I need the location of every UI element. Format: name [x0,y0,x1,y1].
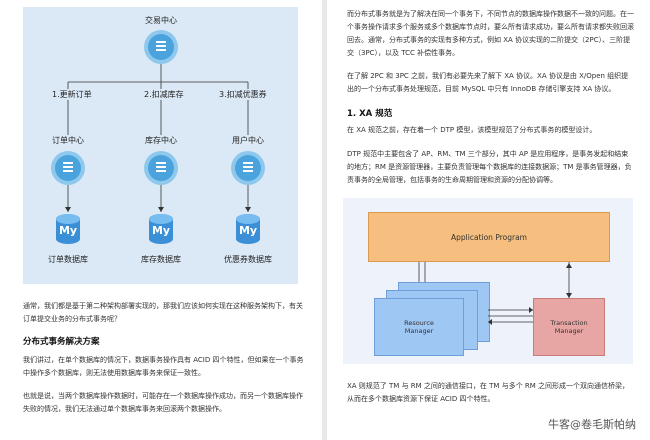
order-db-node: My 订单数据库 [33,214,103,265]
right-paragraph-3: 在 XA 规范之前，存在着一个 DTP 模型，该模型规范了分布式事务的模型设计。 [347,126,597,134]
right-paragraph-1: 而分布式事务就是为了解决在同一个事务下，不同节点的数据库操作数据不一致的问题。在… [347,10,634,57]
stock-center-label: 库存中心 [145,136,177,145]
order-center-label: 订单中心 [52,136,84,145]
cloud-server-icon [148,34,174,60]
mysql-database-icon: My [149,214,173,244]
stock-db-label: 库存数据库 [141,255,181,264]
stock-db-node: My 库存数据库 [126,214,196,265]
right-paragraph-2: 在了解 2PC 和 3PC 之前，我们有必要先来了解下 XA 协议。XA 协议是… [347,72,629,93]
coupon-db-label: 优惠券数据库 [224,255,272,264]
order-db-label: 订单数据库 [48,255,88,264]
left-paragraph-2: 我们讲过，在单个数据库的情况下，数据事务操作具有 ACID 四个特性，但如果在一… [23,356,304,377]
trade-center-node: 交易中心 [131,15,191,60]
left-paragraph-1: 通常，我们都是基于第二种架构部署实现的，那我们应该如何实现在这种服务架构下，有关… [23,302,303,323]
cloud-server-icon [235,155,261,181]
edge-label-deduct-stock: 2.扣减库存 [144,89,184,100]
user-center-node: 用户中心 [218,135,278,181]
user-center-label: 用户中心 [232,136,264,145]
left-page: 交易中心 1.更新订单 2.扣减库存 3.扣减优惠券 订单中心 库存中心 用户中… [0,0,322,440]
edge-label-deduct-coupon: 3.扣减优惠券 [219,89,267,100]
transaction-manager-box: Transaction Manager [533,298,605,356]
coupon-db-node: My 优惠券数据库 [213,214,283,265]
mysql-database-icon: My [236,214,260,244]
architecture-diagram: 交易中心 1.更新订单 2.扣减库存 3.扣减优惠券 订单中心 库存中心 用户中… [23,7,298,284]
trade-center-label: 交易中心 [145,16,177,25]
left-paragraph-3: 也就是说，当两个数据库操作数据时，可能存在一个数据库操作成功，而另一个数据库操作… [23,392,303,413]
right-paragraph-4: DTP 规范中主要包含了 AP、RM、TM 三个部分，其中 AP 是应用程序，是… [347,150,632,184]
cloud-server-icon [148,155,174,181]
right-page: 而分布式事务就是为了解决在同一个事务下，不同节点的数据库操作数据不一致的问题。在… [327,0,650,440]
edge-label-update-order: 1.更新订单 [52,89,92,100]
left-heading: 分布式事务解决方案 [23,337,100,347]
right-heading: 1. XA 规范 [347,109,393,119]
cloud-server-icon [55,155,81,181]
mysql-database-icon: My [56,214,80,244]
watermark: 牛客@卷毛斯帕纳 [548,418,636,431]
application-program-box: Application Program [368,212,610,262]
dtp-model-diagram: Application Program Resource Manager Tra… [343,198,633,364]
stock-center-node: 库存中心 [131,135,191,181]
resource-manager-box: Resource Manager [374,298,464,356]
order-center-node: 订单中心 [38,135,98,181]
dtp-connectors [418,262,572,325]
right-paragraph-5: XA 则规范了 TM 与 RM 之间的通信接口，在 TM 与多个 RM 之间形成… [347,382,630,403]
